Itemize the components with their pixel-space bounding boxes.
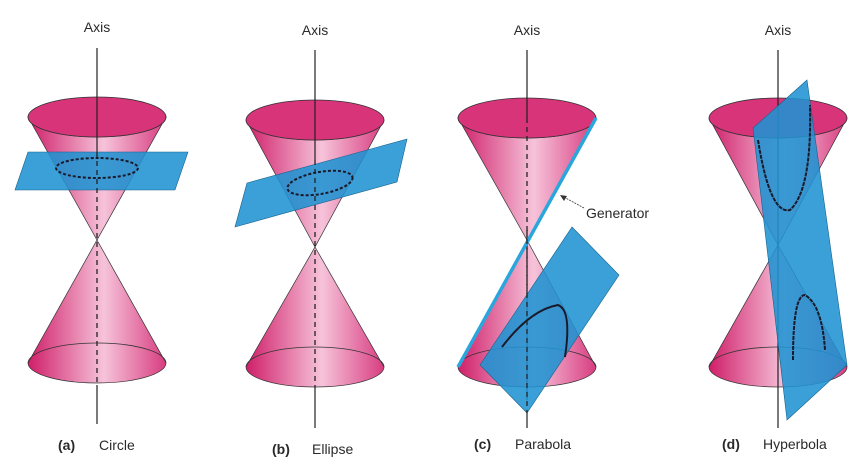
panel-circle: Axis (a) Circle <box>14 19 189 453</box>
hyperbola-lower-branch <box>792 293 826 361</box>
lower-cone-rim <box>245 346 385 368</box>
axis-label: Axis <box>302 22 328 38</box>
hyperbola-upper-branch <box>757 104 812 212</box>
cutting-plane <box>234 138 408 228</box>
panel-name: Circle <box>99 437 135 453</box>
panel-name: Hyperbola <box>763 436 827 452</box>
lower-cone <box>27 239 167 384</box>
panel-name: Parabola <box>515 436 571 452</box>
panel-name: Ellipse <box>312 441 353 457</box>
panel-tag: (d) <box>722 436 740 452</box>
axis-label: Axis <box>84 19 110 35</box>
generator-label: Generator <box>586 205 649 221</box>
cutting-plane <box>752 79 848 421</box>
axis-label: Axis <box>765 22 791 38</box>
panel-tag: (b) <box>272 441 290 457</box>
parabola-section <box>501 303 569 358</box>
axis-label: Axis <box>514 22 540 38</box>
panel-tag: (c) <box>474 436 491 452</box>
panel-parabola: Generator Axis (c) Parabola <box>456 22 649 452</box>
panel-tag: (a) <box>58 437 75 453</box>
circle-section <box>55 157 139 179</box>
ellipse-section <box>286 169 354 197</box>
cutting-plane <box>14 151 189 191</box>
generator-arrow <box>561 195 585 209</box>
panel-hyperbola: Axis (d) Hyperbola <box>722 22 848 452</box>
arrow-head-icon <box>560 195 567 201</box>
panel-ellipse: Axis (b) Ellipse <box>234 22 408 457</box>
